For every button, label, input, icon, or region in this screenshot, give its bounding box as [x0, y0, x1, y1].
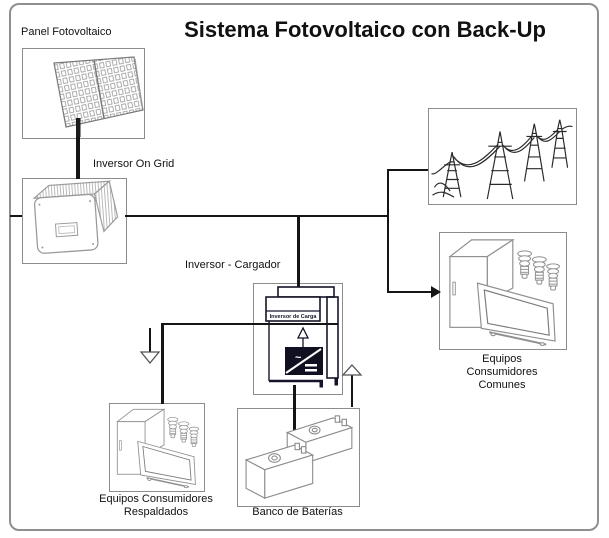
- solar-panel-illustration: [53, 56, 144, 137]
- panel-pole: [76, 118, 81, 137]
- flow-down-arrow-icon: [139, 351, 161, 365]
- comunes-label: Equipos Consumidores Comunes: [466, 353, 538, 391]
- device-ac-symbol: ~: [295, 352, 302, 364]
- respaldados-label: Equipos Consumidores Respaldados: [99, 493, 213, 518]
- outer-frame: [9, 3, 599, 531]
- line-to-comunes: [389, 291, 431, 293]
- flow-up-arrow-icon: [341, 364, 363, 376]
- device-label: Inversor de Carga: [270, 314, 318, 320]
- consumidores-comunes-illustration: [448, 238, 561, 347]
- line-cargador-branch-left: [161, 323, 338, 325]
- bus-line-main: [125, 215, 389, 217]
- on-grid-inverter-illustration: [32, 180, 119, 254]
- inversor-cargador-label: Inversor - Cargador: [185, 259, 281, 271]
- inversor-cargador-device: Inversor de Carga ~: [265, 286, 339, 388]
- baterias-label: Banco de Baterías: [252, 506, 343, 518]
- line-panel-to-inverter: [76, 130, 80, 179]
- line-grid-vertical: [387, 169, 389, 293]
- inversor-on-grid-label: Inversor On Grid: [93, 158, 175, 170]
- arrowhead-to-comunes-icon: [431, 286, 441, 298]
- bus-line-left-stub: [10, 215, 22, 217]
- grid-towers-illustration: [430, 119, 574, 200]
- line-to-respaldados: [161, 325, 164, 404]
- diagram-title: Sistema Fotovoltaico con Back-Up: [184, 17, 546, 42]
- line-cargador-to-baterias: [293, 385, 296, 433]
- panel-label: Panel Fotovoltaico: [21, 26, 112, 38]
- line-bus-to-cargador: [297, 217, 300, 287]
- consumidores-respaldados-illustration: [116, 408, 200, 489]
- line-to-towers: [389, 169, 428, 171]
- line-respaldados-arrow-shaft: [149, 328, 151, 353]
- line-baterias-arrow-shaft: [351, 375, 353, 407]
- banco-baterias-illustration: [245, 415, 353, 499]
